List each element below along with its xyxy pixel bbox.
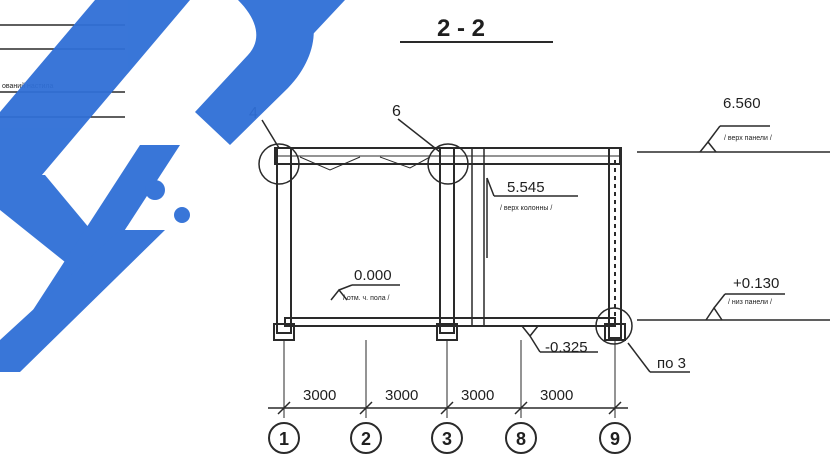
watermark [0, 0, 345, 372]
elevation-value: 0.000 [354, 267, 392, 284]
axis-label: 2 [361, 429, 371, 449]
axis-label: 8 [516, 429, 526, 449]
frame-structure [273, 147, 626, 341]
callout-node-6: 6 [392, 103, 401, 120]
elevation-value: 6.560 [723, 95, 761, 112]
section-title: 2 - 2 [437, 15, 485, 42]
node-circles [258, 143, 633, 345]
span-dimension: 3000 [385, 387, 418, 404]
elevation-note: / верх панели / [724, 135, 772, 142]
axis-bubble [350, 422, 382, 454]
elevation-marker [637, 125, 830, 153]
elevation-value: 5.545 [507, 179, 545, 196]
elevation-marker [486, 177, 578, 258]
elevation-note: / отм. ч. пола / [343, 295, 390, 302]
dimension-line [268, 401, 628, 415]
callout-node-ref: по 3 [657, 355, 686, 372]
axis-label: 1 [279, 429, 289, 449]
elevation-marker [521, 325, 598, 353]
elevation-marker [637, 293, 830, 321]
span-dimension: 3000 [540, 387, 573, 404]
span-dimension: 3000 [303, 387, 336, 404]
span-dimension: 3000 [461, 387, 494, 404]
elevation-note: / низ панели / [728, 299, 772, 306]
elevation-value: -0.325 [545, 339, 588, 356]
axis-bubble [505, 422, 537, 454]
axis-bubble [431, 422, 463, 454]
elevation-marker [330, 284, 400, 301]
axis-bubble [268, 422, 300, 454]
elevation-note: / верх колонны / [500, 205, 552, 212]
elevation-value: +0.130 [733, 275, 779, 292]
axis-label: 9 [610, 429, 620, 449]
axis-bubble [599, 422, 631, 454]
axis-label: 3 [442, 429, 452, 449]
